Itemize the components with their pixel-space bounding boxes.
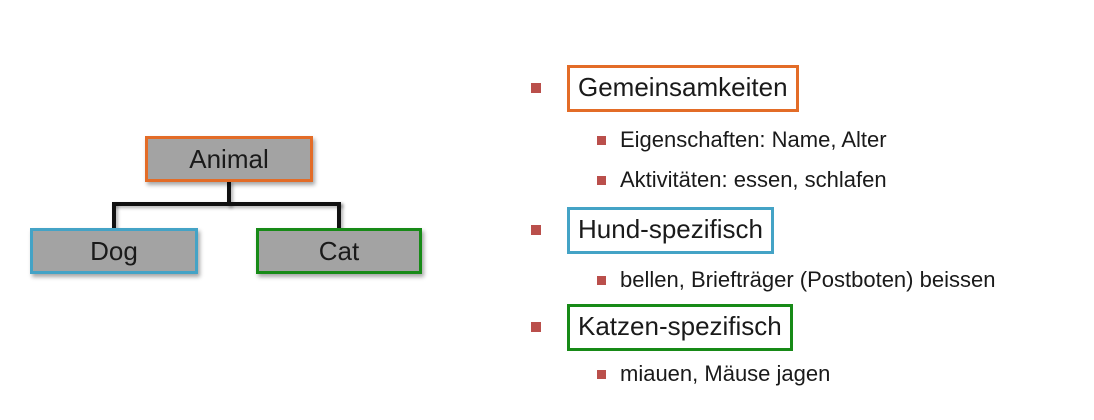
square-bullet-icon: [597, 176, 606, 185]
square-bullet-icon: [531, 322, 541, 332]
square-bullet-icon: [597, 276, 606, 285]
tree-node-cat-label: Cat: [318, 236, 360, 266]
tree-node-dog: Dog: [30, 228, 198, 274]
tree-node-animal: Animal: [145, 136, 313, 182]
outline-item-katzen-spezifisch: Katzen-spezifisch: [567, 304, 793, 352]
connector-to-dog: [112, 202, 116, 230]
outline-subitem-bellen: bellen, Briefträger (Postboten) beissen: [620, 267, 996, 292]
tree-node-cat: Cat: [256, 228, 422, 274]
outline-item-label: Katzen-spezifisch: [578, 311, 782, 341]
outline-subitem-miauen: miauen, Mäuse jagen: [620, 361, 831, 386]
outline-subitem-eigenschaften: Eigenschaften: Name, Alter: [620, 127, 887, 152]
outline-item-label: Gemeinsamkeiten: [578, 72, 788, 102]
square-bullet-icon: [531, 225, 541, 235]
outline-item-hund-spezifisch: Hund-spezifisch: [567, 207, 774, 255]
outline-subitem-aktivitaeten: Aktivitäten: essen, schlafen: [620, 167, 887, 192]
connector-animal-stem: [227, 181, 231, 206]
outline-item-gemeinsamkeiten: Gemeinsamkeiten: [567, 65, 799, 113]
tree-node-dog-label: Dog: [90, 236, 138, 266]
square-bullet-icon: [531, 83, 541, 93]
connector-horizontal: [112, 202, 341, 206]
tree-node-animal-label: Animal: [189, 144, 269, 174]
square-bullet-icon: [597, 136, 606, 145]
square-bullet-icon: [597, 370, 606, 379]
connector-to-cat: [337, 202, 341, 230]
outline-item-label: Hund-spezifisch: [578, 214, 763, 244]
